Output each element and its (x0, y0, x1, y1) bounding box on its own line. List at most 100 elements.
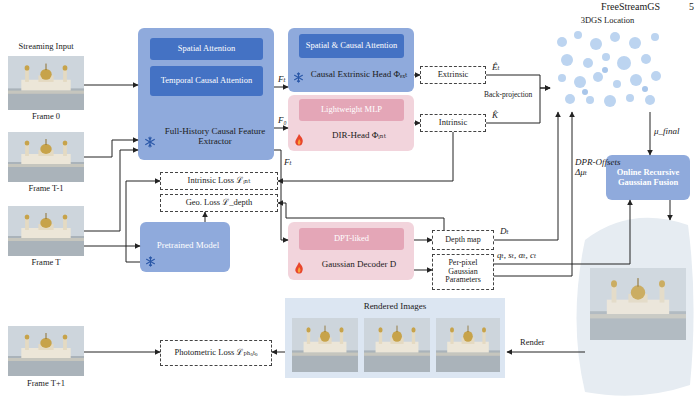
node-text: Full-History Causal Feature Extractor (158, 118, 272, 156)
frame-image (8, 326, 84, 376)
section-label: Streaming Input (2, 42, 90, 51)
node-text: Lightweight MLP (299, 99, 404, 121)
node-text: Geo. Loss ℒ_depth (161, 195, 277, 211)
frame-image (8, 206, 84, 256)
gaussian-point (642, 86, 648, 92)
image-band: Rendered Images (285, 298, 505, 378)
operation-label: Back-projection (484, 91, 540, 99)
node-text: Rendered Images (285, 300, 505, 314)
frame-label: Frame T+1 (8, 379, 84, 388)
input-arrow (84, 140, 138, 157)
gaussian-point (586, 96, 594, 104)
connector-arrow (486, 75, 550, 88)
gaussian-point (645, 95, 655, 105)
gaussian-point (590, 38, 602, 50)
edge-label: F₀ (278, 116, 294, 126)
gaussian-point (574, 31, 582, 39)
gaussian-point (561, 54, 573, 66)
input-arrow (84, 150, 138, 231)
edge-label: Fₜ (284, 158, 300, 168)
gaussian-point (651, 71, 661, 81)
edge-label: μ_final (654, 127, 694, 137)
frame-label: Frame T (8, 258, 84, 267)
node-text: Depth map (433, 231, 493, 249)
frame-image (8, 132, 84, 182)
gaussian-points (557, 31, 661, 107)
node-text: Gaussian Decoder D (308, 252, 410, 278)
gaussian-point (565, 94, 575, 104)
gaussian-point (602, 53, 610, 61)
edge-label: Êₜ (492, 63, 512, 73)
frame-image (8, 56, 84, 110)
loss-box: Intrinsic Loss ℒᵢₙₜ (160, 172, 278, 190)
gaussian-point (641, 54, 651, 64)
frame-label: Frame 0 (8, 112, 84, 121)
node-text: Spatial Attention (150, 38, 263, 60)
node-text: Causal Extrinsic Head Φₑₓₜ (308, 60, 410, 90)
gaussian-point (610, 32, 620, 42)
connector-arrow (494, 112, 558, 240)
model-box: Pretrained Model (140, 222, 230, 272)
node-text: Intrinsic Loss ℒᵢₙₜ (161, 173, 277, 189)
gaussian-point (629, 37, 641, 49)
node-text: DIR-Head Φᵢₙₜ (308, 123, 410, 149)
page-number: 5 (676, 1, 694, 12)
fusion-output-arrow (670, 200, 671, 220)
gaussian-point (557, 37, 567, 47)
scene-cloud (577, 218, 694, 396)
layer-box: Lightweight MLP (299, 99, 404, 121)
gaussian-point (558, 74, 566, 82)
running-header: FreeStreamGS (540, 1, 660, 12)
output-box: Intrinsic (420, 114, 486, 132)
output-box: Extrinsic (420, 66, 486, 84)
connector-arrow (414, 240, 432, 241)
connector-arrow (414, 270, 432, 271)
connector-arrow (274, 87, 288, 88)
input-arrow (84, 246, 140, 247)
loss-box: Geo. Loss ℒ_depth (160, 194, 278, 212)
gaussian-point (593, 72, 603, 82)
module-box: Causal Extrinsic Head ΦₑₓₜSpatial & Caus… (288, 28, 414, 92)
module-box: Full-History Causal Feature Extractor Spa… (138, 28, 274, 160)
loss-box: Photometric Loss ℒₚₕₒₜₒ (160, 340, 272, 366)
node-text: Spatial & Causal Attention (299, 34, 404, 58)
connector-arrow (274, 128, 288, 129)
gaussian-point (574, 76, 586, 88)
gaussian-point (604, 95, 616, 107)
gaussian-point (630, 74, 642, 86)
edge-label: qₜ, sₜ, αₜ, cₜ (497, 251, 555, 261)
module-box: DIR-Head ΦᵢₙₜLightweight MLP (288, 95, 414, 151)
render-arrow (507, 352, 585, 353)
connector-arrow (272, 352, 285, 353)
edge-label: Fₜ (278, 75, 294, 85)
node-text: Pretrained Model (150, 228, 226, 264)
node-text: Temporal Causal Attention (150, 66, 263, 96)
node-text: Photometric Loss ℒₚₕₒₜₒ (161, 341, 271, 365)
output-box: Per-pixel Gaussian Parameters (432, 254, 494, 290)
point-cloud: 3DGS Location (550, 14, 665, 112)
layer-box: Spatial Attention (150, 38, 263, 60)
connector-arrow (494, 112, 572, 276)
input-arrow (84, 85, 138, 86)
layer-box: Spatial & Causal Attention (299, 34, 404, 58)
output-box: Depth map (432, 230, 494, 250)
gaussian-point (582, 89, 588, 95)
node-text: 3DGS Location (550, 14, 665, 28)
gaussian-point (651, 33, 659, 41)
node-text: DPT-liked (299, 228, 404, 250)
module-box: Gaussian Decoder DDPT-liked (288, 222, 414, 280)
input-arrow (84, 352, 160, 353)
gaussian-point (626, 94, 634, 102)
gaussian-point (613, 80, 621, 88)
operation-label: Render (520, 338, 560, 347)
gaussian-point (617, 56, 631, 70)
edge-label: K̂ (492, 111, 512, 121)
connector-arrow (494, 200, 630, 264)
scene-reconstruction (590, 268, 686, 340)
layer-box: DPT-liked (299, 228, 404, 250)
connector-arrow (205, 212, 206, 222)
frame-label: Frame T-1 (8, 184, 84, 193)
gaussian-point (602, 67, 608, 73)
edge-label: Dₜ (500, 227, 520, 237)
